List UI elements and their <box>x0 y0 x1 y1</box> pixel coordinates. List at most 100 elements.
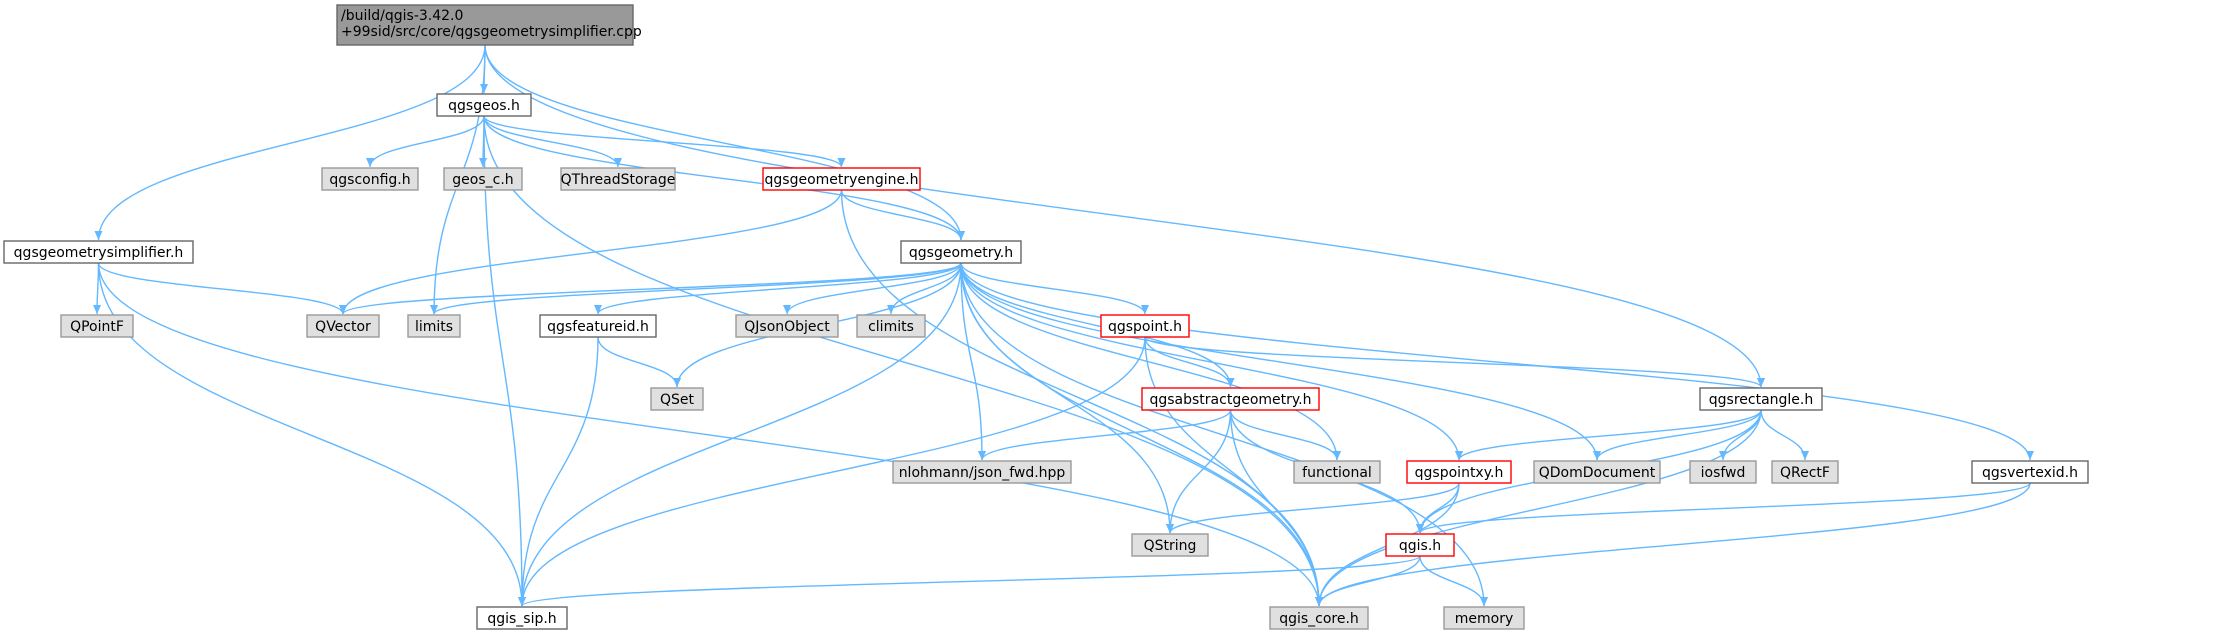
node-qvector: QVector <box>306 314 380 338</box>
edge-qgspoint-h-to-qgis-sip-h <box>518 336 1146 607</box>
node-box <box>650 387 704 411</box>
edge-qgsfeatureid-h-to-qgis-sip-h <box>518 336 599 607</box>
edge-qgis-h-to-qgis-core-h <box>1315 555 1421 607</box>
node-qgsrectangle-h[interactable]: qgsrectangle.h <box>1699 387 1823 411</box>
node-climits: climits <box>856 314 926 338</box>
node-qgsgeometryengine-h[interactable]: qgsgeometryengine.h <box>762 167 921 191</box>
node-label: QThreadStorage <box>561 172 676 188</box>
node-box <box>336 4 634 46</box>
edge-qgsgeometryengine-h-to-qgsgeometry-h <box>840 189 965 241</box>
edge-qgspoint-h-to-qgsrectangle-h <box>1144 336 1765 388</box>
node-box <box>3 240 194 264</box>
node-box <box>1533 460 1661 484</box>
node-label: qgsgeometry.h <box>909 245 1013 261</box>
edge-qgsrectangle-h-to-qdomdocument <box>1593 409 1762 461</box>
edge-qgsgeometry-h-to-qvector <box>339 262 962 315</box>
edge-qgsgeometry-h-to-qgis-core-h <box>960 262 1323 607</box>
node-box <box>1269 606 1369 630</box>
node-box <box>1385 533 1455 557</box>
node-box <box>1293 460 1381 484</box>
node-label: climits <box>868 319 914 335</box>
edge-qgsgeometry-h-to-qgis-sip-h <box>518 262 962 607</box>
edge-qgsabstractgeometry-h-to-qstring <box>1166 409 1232 534</box>
edge-qgsgeometry-h-to-functional <box>960 262 1341 461</box>
node-label: qgspoint.h <box>1108 319 1182 335</box>
node-box <box>539 314 657 338</box>
edge-qgsabstractgeometry-h-to-functional <box>1229 409 1341 461</box>
node-label: QDomDocument <box>1539 465 1656 481</box>
node-functional: functional <box>1293 460 1381 484</box>
edge-qgsgeometry-h-to-qgsvertexid-h <box>960 262 2034 461</box>
node-qgsvertexid-h[interactable]: qgsvertexid.h <box>1971 460 2089 484</box>
file-nodes: /build/qgis-3.42.0+99sid/src/core/qgsgeo… <box>3 4 2089 630</box>
node-label: +99sid/src/core/qgsgeometrysimplifier.cp… <box>341 24 642 40</box>
edge-qgsgeos-h-to-qgsconfig-h <box>366 115 485 168</box>
node-box <box>1971 460 2089 484</box>
edge-qgsgeos-h-to-qgsgeometryengine-h <box>483 115 846 168</box>
node-label: nlohmann/json_fwd.hpp <box>899 465 1066 481</box>
node-label: qgsgeometryengine.h <box>765 172 919 188</box>
node-box <box>60 314 134 338</box>
node-box <box>1699 387 1823 411</box>
node-memory: memory <box>1443 606 1525 630</box>
node-label: qgsgeos.h <box>448 98 520 114</box>
edge-qgsrectangle-h-to-qrectf <box>1760 409 1809 461</box>
node-label: QSet <box>660 392 695 408</box>
edge-qgsgeometry-h-to-qstring <box>960 262 1174 534</box>
node-label: functional <box>1302 465 1372 481</box>
node-qgsgeos-h[interactable]: qgsgeos.h <box>436 93 532 117</box>
edge-qgsgeometry-h-to-qjsonobject <box>783 262 962 315</box>
node-qgis-sip-h[interactable]: qgis_sip.h <box>476 606 568 630</box>
node-qstring: QString <box>1131 533 1209 557</box>
edge-qgsgeos-h-to-qgis-core-h <box>483 115 1323 607</box>
node-qgsabstractgeometry-h[interactable]: qgsabstractgeometry.h <box>1141 387 1320 411</box>
node-qgsfeatureid-h[interactable]: qgsfeatureid.h <box>539 314 657 338</box>
node-box <box>1406 460 1512 484</box>
node-label: qgsconfig.h <box>329 172 410 188</box>
edge-qgsrectangle-h-to-qgspointxy-h <box>1455 409 1762 461</box>
node-qpointf: QPointF <box>60 314 134 338</box>
node-qgsgeometry-h[interactable]: qgsgeometry.h <box>900 240 1022 264</box>
node-nlohmann-json-fwd: nlohmann/json_fwd.hpp <box>892 460 1072 484</box>
node-label: qgsfeatureid.h <box>547 319 649 335</box>
node-label: qgsrectangle.h <box>1709 392 1813 408</box>
edge-qgsgeometry-h-to-qgspointxy-h <box>960 262 1463 461</box>
node-label: memory <box>1455 611 1514 627</box>
node-qjsonobject: QJsonObject <box>735 314 839 338</box>
node-root[interactable]: /build/qgis-3.42.0+99sid/src/core/qgsgeo… <box>336 4 642 46</box>
node-label: qgspointxy.h <box>1415 465 1504 481</box>
edge-qgsgeometry-h-to-qgsabstractgeometry-h <box>960 262 1235 388</box>
node-box <box>1689 460 1757 484</box>
node-label: geos_c.h <box>452 172 513 188</box>
node-box <box>560 167 676 191</box>
node-label: qgis_sip.h <box>487 611 556 627</box>
edge-qgis-h-to-memory <box>1419 555 1488 607</box>
node-box <box>436 93 532 117</box>
edge-qgsgeos-h-to-qgsgeometry-h <box>483 115 965 241</box>
edge-qgsgeometryengine-h-to-qvector <box>339 189 843 315</box>
node-qgsgeometrysimplifier-h[interactable]: qgsgeometrysimplifier.h <box>3 240 194 264</box>
node-geos-c-h: geos_c.h <box>443 167 523 191</box>
edge-qgsgeometry-h-to-nlohmann-json-fwd <box>960 262 986 461</box>
edge-root-to-qgsrectangle-h <box>484 44 1765 388</box>
edge-qgsfeatureid-h-to-qset <box>597 336 681 388</box>
node-qgis-h[interactable]: qgis.h <box>1385 533 1455 557</box>
node-label: qgsabstractgeometry.h <box>1149 392 1311 408</box>
node-qrectf: QRectF <box>1771 460 1839 484</box>
node-box <box>892 460 1072 484</box>
node-qgis-core-h: qgis_core.h <box>1269 606 1369 630</box>
edge-qgsgeometry-h-to-qdomdocument <box>960 262 1601 461</box>
node-label: QRectF <box>1780 465 1830 481</box>
node-label: QVector <box>315 319 371 335</box>
node-box <box>1443 606 1525 630</box>
node-label: limits <box>415 319 453 335</box>
node-qgsconfig-h: qgsconfig.h <box>321 167 419 191</box>
node-box <box>900 240 1022 264</box>
node-box <box>321 167 419 191</box>
node-qgspointxy-h[interactable]: qgspointxy.h <box>1406 460 1512 484</box>
node-label: qgis.h <box>1399 538 1441 554</box>
node-qgspoint-h[interactable]: qgspoint.h <box>1100 314 1190 338</box>
node-box <box>1100 314 1190 338</box>
edge-qgsgeometry-h-to-qgspoint-h <box>960 262 1149 315</box>
